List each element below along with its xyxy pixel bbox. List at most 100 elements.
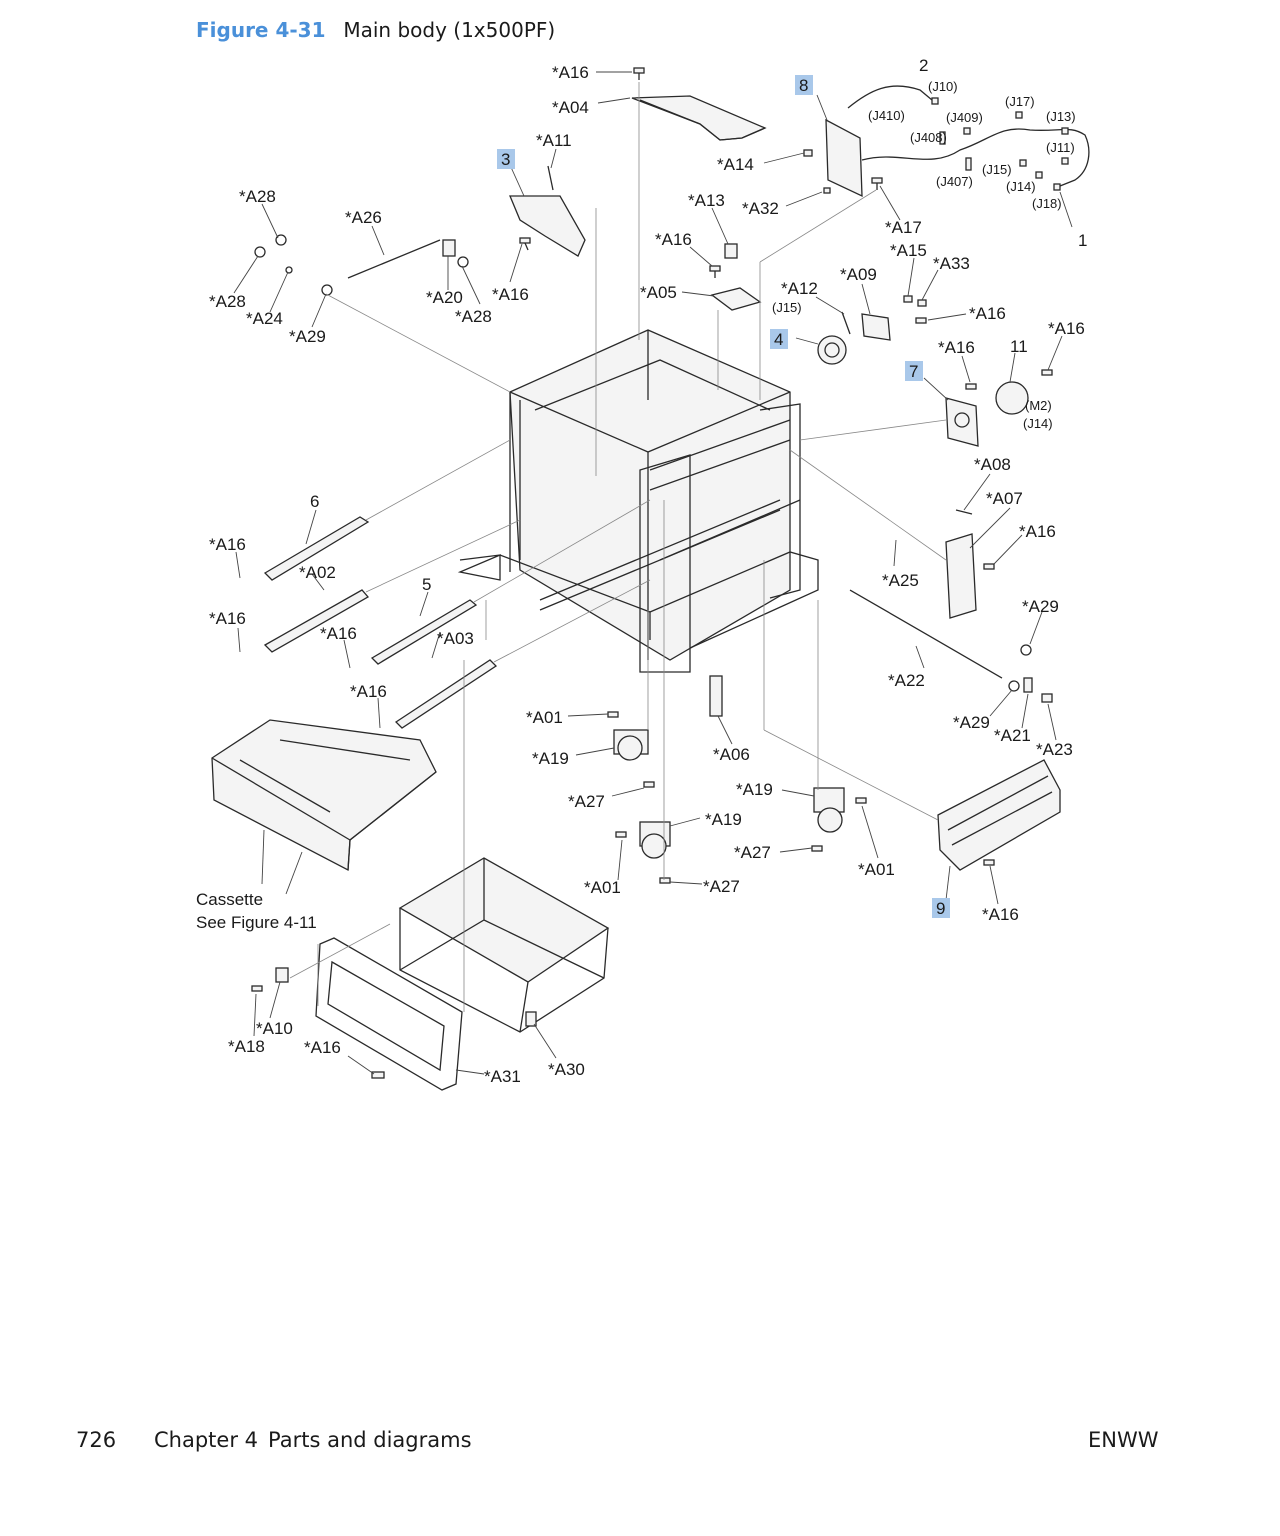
document-code: ENWW (1088, 1428, 1159, 1452)
callout-label: *A16 (982, 905, 1019, 924)
screw-part (709, 265, 721, 278)
callout-label: *A26 (345, 208, 382, 227)
callout-label: *A30 (548, 1060, 585, 1079)
screw-part (811, 845, 823, 852)
callout-label: *A16 (304, 1038, 341, 1057)
callout-label: 4 (774, 330, 783, 349)
callout-label: *A07 (986, 489, 1023, 508)
callout-label: *A19 (532, 749, 569, 768)
callout-label: *A16 (1019, 522, 1056, 541)
ring-part (321, 284, 333, 296)
screw-part (251, 985, 263, 992)
ring-part (457, 256, 469, 268)
switch-part (724, 243, 738, 259)
connector-label: (J407) (936, 174, 973, 189)
callout-label: *A19 (705, 810, 742, 829)
callout-label: *A31 (484, 1067, 521, 1086)
top-cover-part (631, 95, 767, 141)
callout-label: *A01 (584, 878, 621, 897)
callout-label: *A21 (994, 726, 1031, 745)
leader-lines (233, 71, 1073, 1075)
callout-label: *A16 (655, 230, 692, 249)
bracket-part (861, 313, 891, 341)
callout-label: *A03 (437, 629, 474, 648)
callout-label: *A27 (734, 843, 771, 862)
connector-label: (J11) (1046, 140, 1075, 155)
motor-part (995, 381, 1029, 415)
callout-label: *A20 (426, 288, 463, 307)
feed-assembly-part (937, 759, 1061, 871)
callout-label: 6 (310, 492, 319, 511)
callout-label: *A16 (209, 609, 246, 628)
connector-labels: (J10) (J410) (J409) (J17) (J13) (J408) (… (772, 79, 1076, 431)
screw-part (965, 383, 977, 390)
plate-part (710, 287, 762, 311)
callout-label: *A06 (713, 745, 750, 764)
connector-label: (J409) (946, 110, 983, 125)
callout-label: *A04 (552, 98, 589, 117)
see-figure-reference: See Figure 4-11 (196, 913, 317, 932)
callout-label: *A16 (350, 682, 387, 701)
rail-part (263, 589, 370, 653)
caster-part (813, 787, 845, 833)
callout-label: 5 (422, 575, 431, 594)
callout-label: *A02 (299, 563, 336, 582)
callout-label: *A32 (742, 199, 779, 218)
callout-label: *A29 (953, 713, 990, 732)
figure-caption: Figure 4-31 Main body (1x500PF) (196, 18, 555, 43)
chapter-label: Chapter 4 (154, 1428, 258, 1452)
screw-part (615, 831, 627, 838)
connector-label: (J10) (928, 79, 958, 94)
figure-number: Figure 4-31 (196, 18, 326, 42)
connector-label: (J15) (772, 300, 802, 315)
connector-label: (J14) (1023, 416, 1053, 431)
screw-part (371, 1071, 385, 1079)
callout-label: *A29 (1022, 597, 1059, 616)
clip-part (275, 967, 289, 983)
page-number: 726 (76, 1428, 117, 1452)
screw-part (855, 797, 867, 804)
drive-gear-part (817, 335, 847, 365)
screw-part (983, 859, 995, 866)
callout-label: *A01 (526, 708, 563, 727)
controller-board-part (825, 118, 863, 198)
rail-part (394, 659, 498, 729)
callout-label: *A28 (455, 307, 492, 326)
callout-label: *A18 (228, 1037, 265, 1056)
rail-part (370, 599, 478, 665)
callout-label: *A17 (885, 218, 922, 237)
rail-part (263, 516, 370, 581)
connector-label: (J14) (1006, 179, 1036, 194)
callout-label: *A19 (736, 780, 773, 799)
callout-label: *A16 (938, 338, 975, 357)
main-frame-part (457, 329, 819, 673)
callout-label: *A15 (890, 241, 927, 260)
connector-label: (M2) (1025, 398, 1052, 413)
callout-label: 3 (501, 150, 510, 169)
callout-label: *A09 (840, 265, 877, 284)
callout-label: *A23 (1036, 740, 1073, 759)
callout-label: *A28 (209, 292, 246, 311)
figure-title: Main body (1x500PF) (343, 18, 556, 42)
highlight-boxes (497, 75, 950, 918)
wire-harness-part (861, 128, 1090, 187)
callout-label: *A16 (209, 535, 246, 554)
callout-label: 7 (909, 362, 918, 381)
screw-part (915, 317, 927, 324)
ring-part (285, 266, 293, 274)
wire-harness-part (847, 85, 933, 109)
callout-label: *A01 (858, 860, 895, 879)
screw-part (1041, 369, 1053, 376)
callout-label: *A27 (568, 792, 605, 811)
parts-drawing (211, 67, 1090, 1091)
callout-label: *A11 (536, 131, 572, 150)
connector-label: (J410) (868, 108, 905, 123)
rod-part (849, 589, 1003, 679)
screw-part (659, 877, 671, 884)
callout-label: *A08 (974, 455, 1011, 474)
callout-label: *A28 (239, 187, 276, 206)
screw-part (633, 67, 645, 80)
callout-label: *A33 (933, 254, 970, 273)
screw-part (983, 563, 995, 570)
callout-label: 9 (936, 899, 945, 918)
